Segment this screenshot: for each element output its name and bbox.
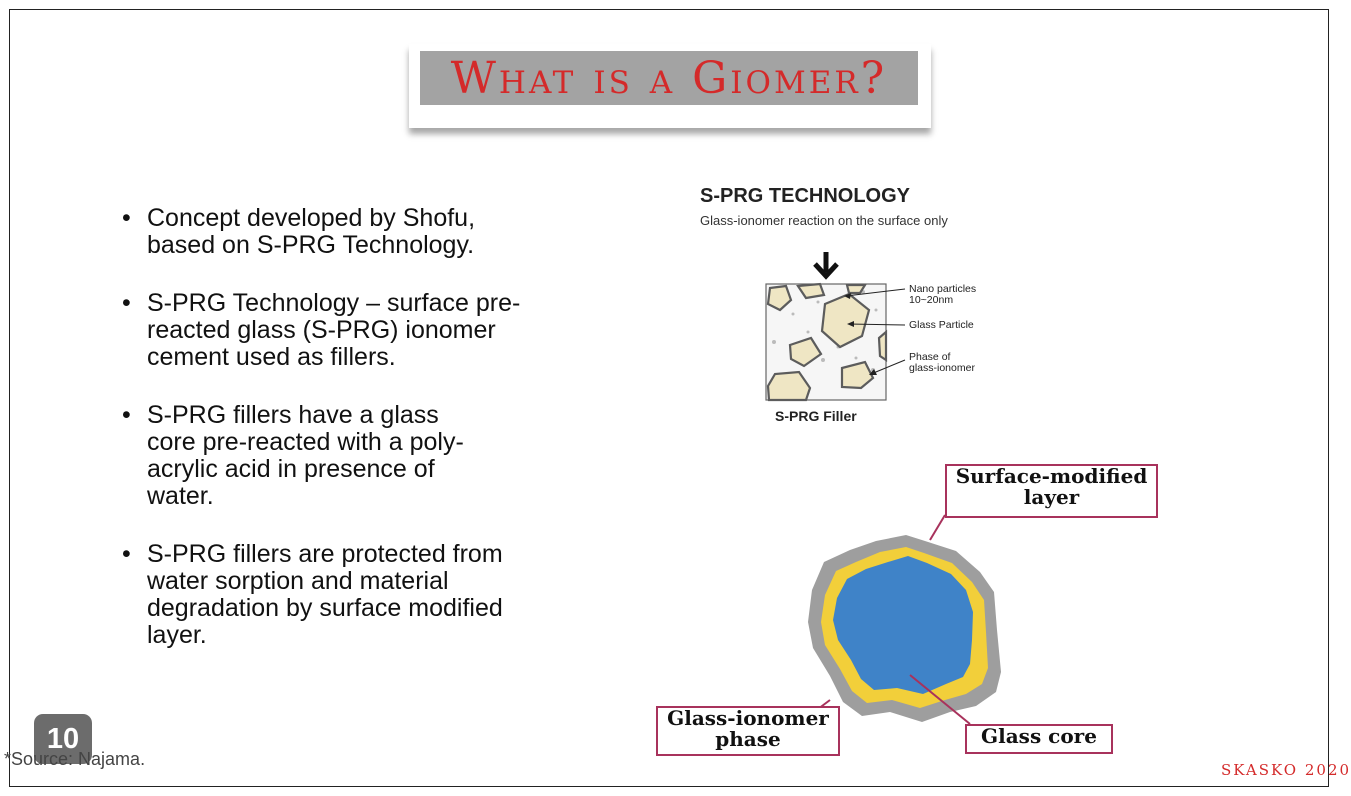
arrowheads — [844, 293, 877, 375]
bullet-line: core pre-reacted with a poly- — [147, 428, 464, 456]
bullet-line: degradation by surface modified — [147, 594, 503, 622]
bullet-line: Concept developed by Shofu, — [147, 204, 476, 232]
callout-line: layer — [1023, 485, 1080, 509]
bullet-line: S-PRG Technology – surface pre- — [147, 289, 521, 317]
slide-frame — [9, 9, 1329, 787]
sprg-figure: S-PRG TECHNOLOGY Glass-ionomer reaction … — [698, 182, 1028, 432]
down-arrow-icon — [813, 252, 839, 280]
bullet-list: • Concept developed by Shofu,based on S-P… — [122, 205, 582, 680]
bullet-line: reacted glass (S-PRG) ionomer — [147, 316, 496, 344]
nano-label-line: Nano particles — [909, 283, 977, 295]
page-number-badge: 10 — [34, 714, 92, 764]
bullet-dot: • — [122, 204, 131, 232]
bullet-line: water sorption and material — [147, 567, 449, 595]
bullet-line: layer. — [147, 621, 207, 649]
phase-label-line: glass-ionomer — [909, 362, 975, 374]
callout-line: Surface-modified — [955, 464, 1148, 488]
bullet-dot: • — [122, 401, 131, 429]
sprg-caption: S-PRG Filler — [775, 408, 857, 424]
leader-lines — [845, 288, 906, 375]
bullet-line: water. — [147, 482, 214, 510]
phase-label-line: Phase of — [909, 351, 951, 363]
callout-line: Glass-ionomer — [667, 706, 829, 730]
bullet-dot: • — [122, 289, 131, 317]
glass-core — [833, 556, 973, 694]
glass-core-callout: Glass core — [965, 724, 1113, 754]
sprg-subtitle: Glass-ionomer reaction on the surface on… — [700, 213, 948, 228]
nano-size-line: 10~20nm — [909, 294, 954, 306]
glass-particles — [766, 282, 888, 402]
slide-title: What is a Giomer? — [420, 51, 918, 105]
giomer-particle-diagram — [808, 514, 1001, 725]
bullet-dot: • — [122, 540, 131, 568]
footer-credit: SKASKO 2020 — [1221, 761, 1351, 779]
glass-particle-label: Glass Particle — [909, 319, 974, 331]
bullet-line: S-PRG fillers have a glass — [147, 401, 439, 429]
bullet-line: cement used as fillers. — [147, 343, 396, 371]
bullet-item: • S-PRG Technology – surface pre-reacted … — [122, 290, 582, 371]
sprg-diagram — [765, 252, 906, 402]
bullet-line: S-PRG fillers are protected from — [147, 540, 503, 568]
callout-line: phase — [715, 727, 781, 751]
bullet-line: acrylic acid in presence of — [147, 455, 435, 483]
bullet-line: based on S-PRG Technology. — [147, 231, 475, 259]
source-note: *Source: Najama. — [4, 749, 146, 769]
bullet-item: • Concept developed by Shofu,based on S-P… — [122, 205, 582, 259]
sprg-title: S-PRG TECHNOLOGY — [700, 185, 911, 207]
